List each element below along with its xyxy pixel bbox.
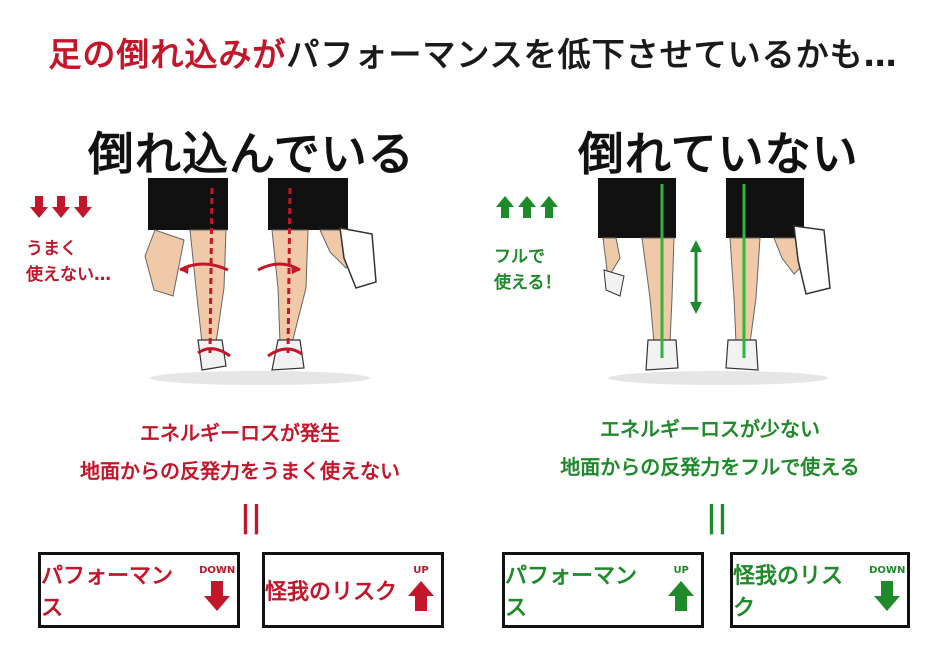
arrow-down-icon	[874, 581, 901, 611]
right-box2-tag: DOWN	[869, 565, 906, 576]
arrow-up-icon	[668, 581, 695, 611]
left-desc-line1: エネルギーロスが発生	[140, 421, 340, 445]
right-side-note: フルで 使える！	[494, 244, 562, 296]
right-equals-sign: ||	[706, 500, 728, 535]
left-desc-line2: 地面からの反発力をうまく使えない	[80, 459, 400, 483]
title-rest: パフォーマンスを低下させているかも…	[286, 35, 898, 74]
right-injury-risk-box: 怪我のリスク DOWN	[730, 552, 910, 628]
left-note-line1: うまく	[26, 239, 77, 259]
left-side-note: うまく 使えない…	[26, 236, 111, 288]
left-box1-label: パフォーマンス	[41, 564, 174, 621]
right-desc-line1: エネルギーロスが少ない	[600, 417, 820, 441]
triple-up-arrow-icon	[496, 196, 558, 218]
right-heading: 倒れていない	[578, 127, 859, 181]
right-box1-tag: UP	[673, 565, 689, 576]
right-note-line2: 使える！	[494, 273, 562, 293]
left-injury-risk-box: 怪我のリスク UP	[262, 552, 444, 628]
left-note-line2: 使えない…	[26, 265, 111, 285]
right-box2-label: 怪我のリスク	[733, 564, 844, 621]
left-performance-box: パフォーマンス DOWN	[38, 552, 240, 628]
right-description: エネルギーロスが少ない 地面からの反発力をフルで使える	[470, 410, 946, 486]
right-performance-box: パフォーマンス UP	[502, 552, 704, 628]
left-equals-sign: ||	[240, 500, 262, 535]
left-box1-tag: DOWN	[199, 565, 236, 576]
left-box2-label: 怪我のリスク	[265, 580, 398, 605]
right-desc-line2: 地面からの反発力をフルで使える	[560, 455, 860, 479]
left-description: エネルギーロスが発生 地面からの反発力をうまく使えない	[0, 414, 480, 490]
left-legs-illustration	[144, 178, 377, 385]
arrow-up-icon	[408, 581, 434, 611]
right-legs-illustration	[598, 178, 831, 385]
page-title: 足の倒れ込みがパフォーマンスを低下させているかも…	[0, 28, 946, 76]
right-note-line1: フルで	[494, 247, 545, 267]
left-heading: 倒れ込んでいる	[88, 127, 415, 181]
arrow-down-icon	[204, 581, 231, 611]
title-highlight: 足の倒れ込みが	[48, 35, 287, 74]
right-box1-label: パフォーマンス	[505, 564, 638, 621]
triple-down-arrow-icon	[30, 196, 92, 218]
left-box2-tag: UP	[413, 565, 429, 576]
